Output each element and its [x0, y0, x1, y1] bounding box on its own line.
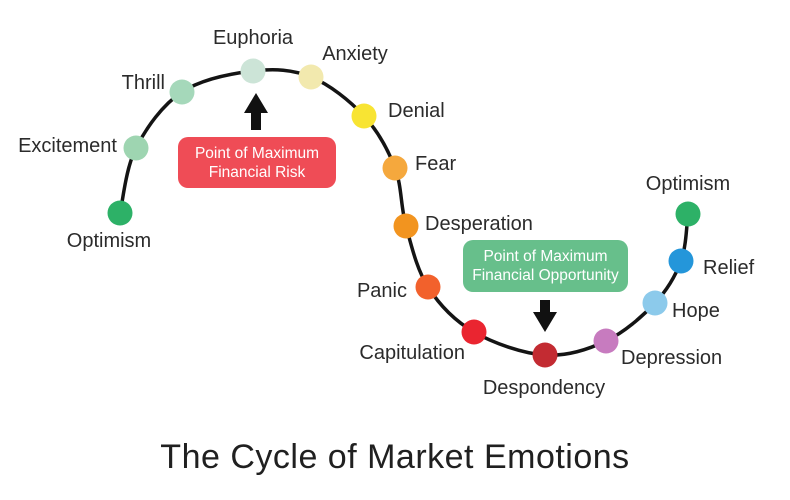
emotion-label-euphoria: Euphoria [213, 27, 294, 49]
emotion-label-depression: Depression [621, 347, 722, 369]
emotion-label-anxiety: Anxiety [322, 43, 388, 65]
annotation-text-max-risk-line2: Financial Risk [209, 164, 306, 181]
emotion-dot-thrill [169, 79, 195, 105]
annotation-box-max-risk [178, 137, 336, 188]
emotion-label-desperation: Desperation [425, 213, 533, 235]
emotion-dot-euphoria [240, 58, 266, 84]
emotion-dot-depression [593, 328, 619, 354]
emotion-label-relief: Relief [703, 257, 755, 279]
emotion-label-hope: Hope [672, 300, 720, 322]
emotion-dot-anxiety [298, 64, 324, 90]
emotion-dot-panic [415, 274, 441, 300]
emotion-dot-excitement [123, 135, 149, 161]
emotion-label-thrill: Thrill [122, 72, 165, 94]
annotation-box-max-opportunity [463, 240, 628, 292]
emotion-dot-desperation [393, 213, 419, 239]
emotion-label-despondency: Despondency [483, 377, 605, 399]
emotion-label-capitulation: Capitulation [359, 342, 465, 364]
annotation-text-max-opportunity-line2: Financial Opportunity [472, 267, 619, 284]
dots-group [107, 58, 701, 368]
emotion-dot-denial [351, 103, 377, 129]
annotation-text-max-risk-line1: Point of Maximum [195, 145, 319, 162]
emotion-label-denial: Denial [388, 100, 445, 122]
emotion-dot-despondency [532, 342, 558, 368]
emotion-dot-hope [642, 290, 668, 316]
arrow-up-icon [244, 93, 268, 130]
emotion-dot-fear [382, 155, 408, 181]
emotion-label-panic: Panic [357, 280, 407, 302]
emotion-dot-optimism-start [107, 200, 133, 226]
emotion-dot-optimism-new [675, 201, 701, 227]
emotion-label-fear: Fear [415, 153, 456, 175]
emotion-dot-capitulation [461, 319, 487, 345]
emotion-label-excitement: Excitement [18, 135, 117, 157]
arrow-down-icon [533, 300, 557, 332]
emotion-dot-relief [668, 248, 694, 274]
emotion-label-optimism-start: Optimism [67, 230, 151, 252]
labels-group: Optimism Excitement Thrill EuphoriaAnxietyD… [18, 27, 755, 399]
emotion-label-optimism-new: Optimism [646, 173, 730, 195]
diagram-title: The Cycle of Market Emotions [160, 438, 630, 476]
annotation-text-max-opportunity-line1: Point of Maximum [483, 248, 607, 265]
